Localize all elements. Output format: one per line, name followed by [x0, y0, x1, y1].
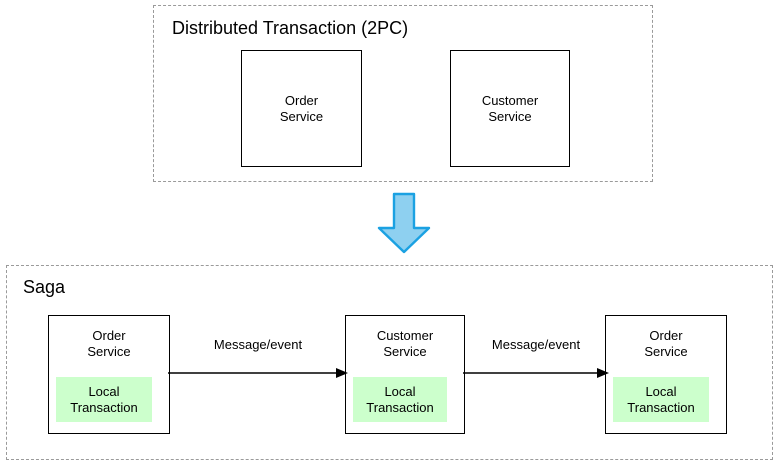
group-title-saga: Saga — [23, 277, 66, 297]
local-transaction-label: Local Transaction — [366, 383, 434, 415]
service-box-customer-service-2pc: Customer Service — [450, 50, 570, 167]
local-transaction-block: Local Transaction — [56, 377, 152, 422]
saga-service-box-order-service-2: Order Service Local Transaction — [605, 315, 727, 434]
local-transaction-label: Local Transaction — [627, 383, 695, 415]
flow-label-message-event-2: Message/event — [491, 337, 581, 352]
service-label-order-service: Order Service — [644, 328, 688, 359]
service-label-customer-service: Customer Service — [376, 328, 434, 359]
down-arrow-icon — [376, 192, 432, 254]
group-saga: Saga — [6, 265, 773, 460]
local-transaction-block: Local Transaction — [353, 377, 447, 422]
group-distributed-transaction-2pc: Distributed Transaction (2PC) — [153, 5, 653, 182]
service-box-order-service-2pc: Order Service — [241, 50, 362, 167]
group-title-distributed-transaction: Distributed Transaction (2PC) — [172, 18, 409, 38]
flow-label-message-event-1: Message/event — [213, 337, 303, 352]
local-transaction-label: Local Transaction — [70, 383, 138, 415]
flow-arrow-icon-2 — [463, 363, 609, 383]
service-label-order-service: Order Service — [279, 92, 324, 124]
service-label-customer-service: Customer Service — [481, 92, 539, 124]
flow-arrow-icon-1 — [168, 363, 348, 383]
local-transaction-block: Local Transaction — [613, 377, 709, 422]
saga-service-box-order-service-1: Order Service Local Transaction — [48, 315, 170, 434]
saga-service-box-customer-service: Customer Service Local Transaction — [345, 315, 465, 434]
service-label-order-service: Order Service — [87, 328, 131, 359]
